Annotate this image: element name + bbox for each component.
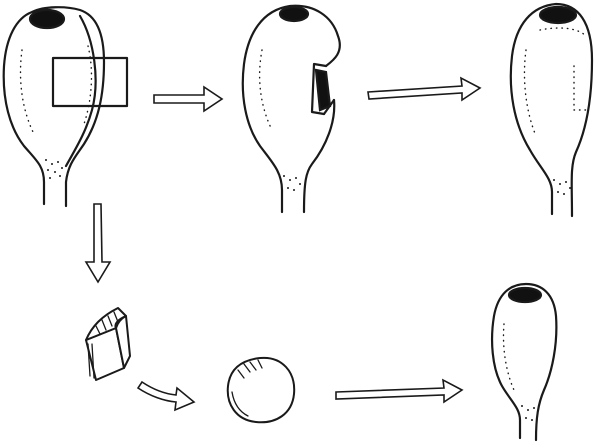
new-small-organism [490,282,558,442]
rounded-piece-hatching [237,359,263,379]
wound-edge [322,98,336,116]
body-stipple-line [502,323,515,391]
wound-edge [310,62,328,116]
arrow-right [335,378,464,404]
tissue-piece-hatching [95,311,119,335]
osculum-opening [538,5,578,25]
organism-body-outline [302,98,336,214]
arrow-right [367,76,482,102]
osculum-opening [507,286,543,304]
excision-square [51,56,129,108]
rounded-tissue-piece [226,356,296,424]
organism-body-outline [241,4,341,214]
stalk-stipple [45,159,63,179]
arrow-down [84,203,112,284]
organism-regenerated-wall [509,2,594,218]
osculum-opening [278,5,310,23]
arrow-right [153,85,224,113]
organism-body-outline [509,2,594,218]
body-stipple-line [539,27,587,37]
body-stipple-line [83,45,93,125]
organism-with-window-removed [241,4,341,214]
organism-body-outline [2,6,106,208]
body-stipple-line [258,49,273,131]
body-stipple-line [19,49,35,135]
stalk-stipple [283,175,301,191]
body-stipple-line [523,49,537,137]
rounded-piece-hatching [231,391,249,417]
osculum-opening [28,8,66,30]
healed-region-outline [573,65,589,111]
stalk-stipple [521,405,535,421]
excised-tissue-piece [85,307,131,381]
rounded-piece-outline [226,356,296,424]
organism-body-outline [490,282,558,442]
exposed-cavity [314,68,332,112]
organism-inner-fold [64,14,97,168]
arrow-curved [136,380,196,412]
stalk-stipple [553,179,571,195]
tissue-piece-side [115,315,131,369]
intact-organism-marked [2,6,129,208]
tissue-piece-hatching [87,343,95,379]
